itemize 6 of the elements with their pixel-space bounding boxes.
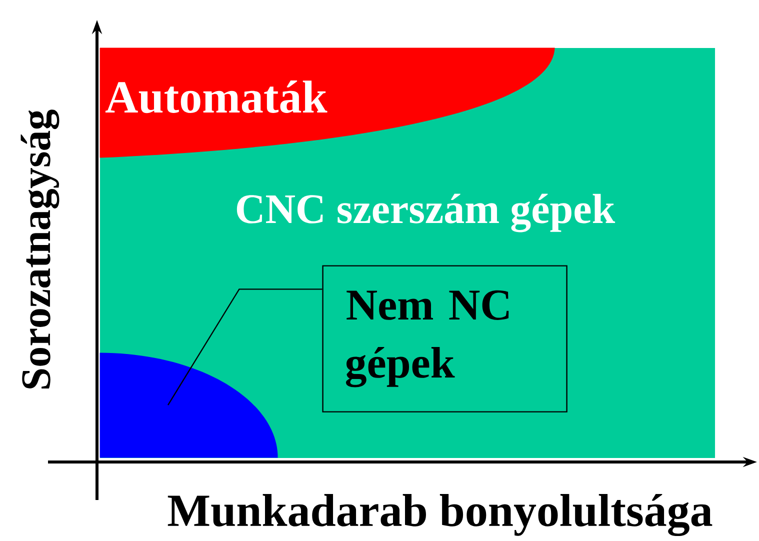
region [100,352,278,458]
axis-title: Sorozatnagyság [20,110,60,389]
text-box: Nem NC gépek [322,265,568,412]
axis-title: Munkadarab bonyolultsága [168,494,712,536]
region: Automaták [100,48,555,158]
leader-line [168,288,322,406]
